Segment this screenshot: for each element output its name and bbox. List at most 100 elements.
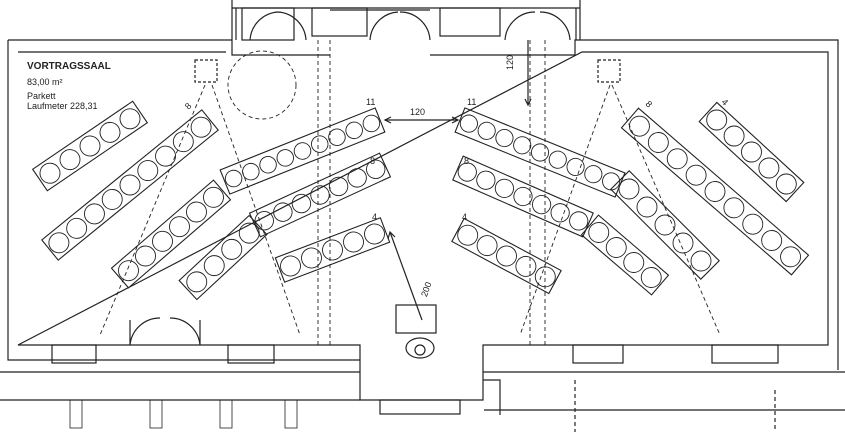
seat-row <box>580 214 670 296</box>
row-count-right-inner-top: 11 <box>467 97 477 107</box>
row-table <box>178 214 268 301</box>
chair <box>666 148 688 170</box>
row-table <box>41 109 219 261</box>
chair <box>530 143 550 162</box>
chair <box>366 159 386 179</box>
chair <box>301 247 322 269</box>
top-window-3 <box>439 7 501 37</box>
chair <box>291 193 312 214</box>
chair <box>169 216 190 238</box>
chair <box>723 197 745 219</box>
chair <box>605 237 627 258</box>
chair <box>584 165 603 184</box>
chair <box>704 181 726 202</box>
chair <box>494 178 515 198</box>
chair <box>48 232 70 254</box>
entrance-door-left <box>129 317 201 346</box>
chair <box>79 135 101 157</box>
row-table <box>580 214 670 296</box>
chair <box>362 114 381 133</box>
lower-facade <box>0 371 845 415</box>
row-table <box>110 179 232 289</box>
chair <box>654 214 676 236</box>
chair <box>273 202 293 222</box>
row-table <box>698 101 805 203</box>
chair <box>328 176 349 197</box>
chair <box>761 230 783 251</box>
proj-cone-l1 <box>99 84 206 336</box>
right-stairs <box>574 380 776 432</box>
proj-cone-r1 <box>519 84 611 336</box>
chair <box>741 141 762 163</box>
chair <box>685 164 707 186</box>
chair <box>254 211 274 231</box>
chair <box>672 232 694 254</box>
chair <box>99 121 121 143</box>
chair <box>476 235 498 257</box>
seat-row <box>452 155 594 238</box>
room-running-meters: Laufmeter 228,31 <box>27 101 98 111</box>
chair <box>758 157 780 179</box>
row-count-left-inner-front: 4 <box>372 212 378 222</box>
chair <box>364 223 385 245</box>
chair <box>186 201 207 223</box>
row-count-left-inner-mid: 8 <box>370 156 376 166</box>
row-count-left-inner-top: 11 <box>366 97 376 107</box>
seat-row <box>451 217 562 295</box>
row-table <box>451 217 562 295</box>
row-count-right-inner-mid: 8 <box>464 156 470 166</box>
chair <box>723 125 745 147</box>
chair <box>322 239 343 261</box>
room-area: 83,00 m² <box>27 77 63 87</box>
chair <box>513 186 533 207</box>
bottom-window-1 <box>51 344 97 364</box>
chair <box>119 108 141 130</box>
top-window-2 <box>311 7 368 37</box>
chair <box>636 196 658 218</box>
speaker-figure <box>405 337 435 359</box>
chair <box>328 128 346 146</box>
top-window-1 <box>241 7 295 41</box>
chair <box>186 271 208 293</box>
chair <box>259 156 277 174</box>
seat-row <box>248 152 392 238</box>
chair <box>203 186 224 208</box>
chair <box>135 245 156 267</box>
chair <box>345 121 363 140</box>
top-door-mid <box>369 11 431 41</box>
wall-dimension-label: 120 <box>505 54 515 70</box>
bottom-window-4 <box>711 344 779 364</box>
chair <box>203 255 225 277</box>
row-table <box>620 107 810 276</box>
facade-pillar-1 <box>69 399 83 429</box>
chair <box>618 178 640 200</box>
wall-dim-arrows <box>524 98 532 107</box>
chair <box>343 231 364 253</box>
seat-row <box>620 107 810 276</box>
seat-row <box>41 109 219 261</box>
chair <box>190 116 212 138</box>
row-table <box>219 107 386 195</box>
chair <box>495 129 514 148</box>
proj-cone-l2 <box>211 84 301 336</box>
lectern-dim-arrow <box>387 230 396 240</box>
chair <box>155 145 177 167</box>
projector-circle <box>227 50 297 120</box>
chair <box>706 109 728 131</box>
top-corridor <box>231 0 581 40</box>
chair <box>780 246 802 268</box>
chair <box>647 132 669 153</box>
bottom-window-5 <box>379 399 461 415</box>
seat-row <box>219 107 386 195</box>
chair <box>550 203 570 223</box>
row-table <box>248 152 392 238</box>
row-count-right-inner-front: 4 <box>462 212 468 222</box>
facade-pillar-4 <box>284 399 298 429</box>
row-table <box>452 155 594 238</box>
chair <box>640 267 662 288</box>
left-wall-thick <box>7 40 360 361</box>
bottom-window-3 <box>572 344 624 364</box>
chair <box>172 131 194 153</box>
